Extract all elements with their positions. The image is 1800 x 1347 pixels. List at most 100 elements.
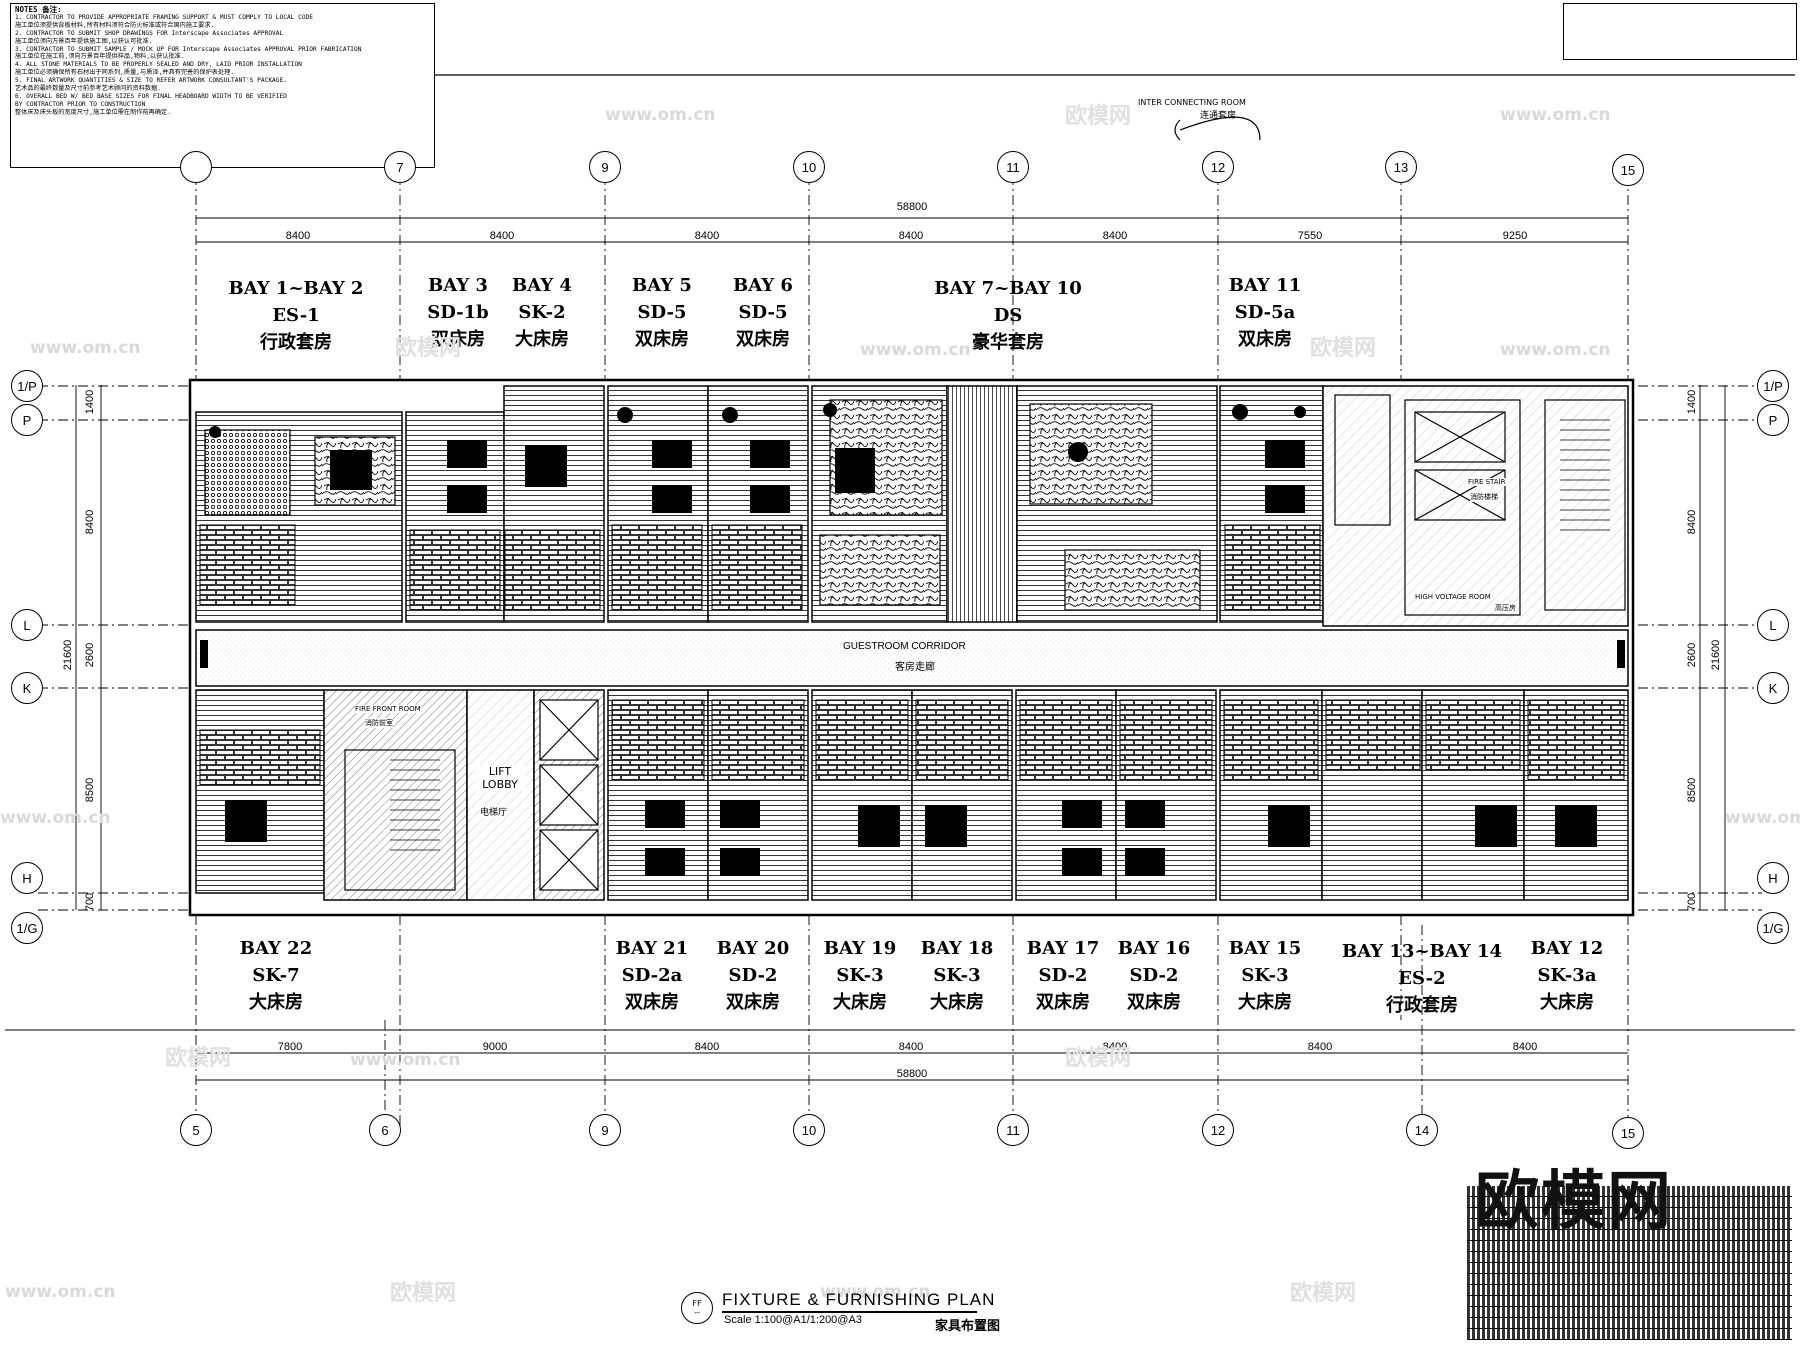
grid-bubble-bottom: 9 [589, 1114, 621, 1146]
grid-bubble-right: P [1757, 404, 1789, 436]
lift-lobby-label-cn: 电梯厅 [480, 805, 508, 818]
bay-room-cn: 行政套房 [1385, 995, 1458, 1016]
dim-top: 8400 [694, 230, 720, 242]
bay-room-cn: 双床房 [1035, 992, 1090, 1013]
notes-line: BY CONTRACTOR PRIOR TO CONSTRUCTION [15, 100, 146, 108]
bay-room-cn: 双床房 [635, 329, 689, 350]
interconnect-label-cn: 连通套房 [1200, 111, 1237, 121]
watermark-logo: 欧模网 [1065, 1046, 1132, 1071]
bay-room-cn: 大床房 [248, 992, 303, 1013]
fire-stair-label: FIRE STAIR [1468, 478, 1506, 486]
notes-line: 4. ALL STONE MATERIALS TO BE PROPERLY SE… [15, 61, 302, 69]
bath-tiles-lower [199, 699, 1625, 786]
watermark-text: www.om.cn [30, 338, 141, 358]
dim-bottom: 9000 [482, 1041, 508, 1053]
bay-name: BAY 1~BAY 2 [228, 278, 364, 299]
bath-tiles-upper [199, 524, 1321, 611]
grid-bubble-left: K [11, 672, 43, 704]
dim-top: 8400 [1102, 230, 1128, 242]
grid-bubble-left: H [11, 862, 43, 894]
grid-bubble-top: 15 [1612, 154, 1644, 186]
dim-left: 2600 [84, 642, 96, 668]
bay-name: BAY 6 [733, 275, 793, 296]
watermark-logo: 欧模网 [1065, 104, 1132, 129]
grid-bubble-right: 1/G [1757, 912, 1789, 944]
bay-name: BAY 22 [239, 938, 313, 959]
fire-stair-label-cn: 消防楼梯 [1470, 492, 1498, 502]
dim-right-total: 21600 [1710, 639, 1722, 671]
watermark-text: www.om.cn [1725, 808, 1800, 828]
corridor-label: GUESTROOM CORRIDOR [843, 641, 966, 652]
watermark-text: www.om.cn [605, 105, 716, 125]
grid-bubble-top: 11 [997, 151, 1029, 183]
watermark-logo: 欧模网 [395, 336, 462, 361]
corridor-floor [195, 629, 1629, 687]
dim-left: 700 [84, 892, 96, 912]
bay-name: BAY 3 [428, 275, 488, 296]
bay-type: SD-5 [637, 302, 687, 323]
dim-top: 9250 [1502, 230, 1528, 242]
grid-bubble-right: H [1757, 862, 1789, 894]
dimension-right [1699, 385, 1726, 910]
bay-type: SK-3 [1241, 965, 1289, 986]
dim-top: 8400 [898, 230, 924, 242]
bay-room-cn: 大床房 [1539, 992, 1594, 1013]
dim-right: 700 [1686, 892, 1698, 912]
dim-bottom: 8400 [898, 1041, 924, 1053]
fire-stair-upper [1334, 394, 1626, 616]
bay-room-cn: 双床房 [431, 329, 485, 350]
bay-name: BAY 15 [1228, 938, 1302, 959]
grid-bubble-left: 1/P [11, 370, 43, 402]
lift-lobby [344, 699, 599, 891]
beds-upper [330, 440, 1305, 513]
grid-bubble-bottom: 12 [1202, 1114, 1234, 1146]
dim-total-top: 58800 [896, 201, 928, 213]
grid-bubble-top: 7 [384, 151, 416, 183]
notes-line: 1. CONTRACTOR TO PROVIDE APPROPRIATE FRA… [15, 13, 314, 21]
hv-room-label-cn: 高压房 [1495, 603, 1516, 613]
drawing-title: FIXTURE & FURNISHING PLAN [722, 1290, 996, 1309]
bay-room-cn: 大床房 [1237, 992, 1292, 1013]
watermark-text: www.om.cn [1500, 105, 1611, 125]
bay-room-cn: 豪华套房 [972, 332, 1044, 353]
dim-right: 2600 [1686, 642, 1698, 668]
grid-bubble-top [180, 151, 212, 183]
drawing-symbol: FF -- [681, 1292, 713, 1324]
bay-room-cn: 大床房 [515, 329, 569, 350]
beds-lower [225, 800, 1597, 876]
grid-bubble-bottom: 11 [997, 1114, 1029, 1146]
notes-line: 2. CONTRACTOR TO SUBMIT SHOP DRAWINGS FO… [15, 29, 284, 37]
hv-room-label: HIGH VOLTAGE ROOM [1415, 593, 1491, 601]
dim-bottom: 8400 [1102, 1041, 1128, 1053]
fire-front-label-cn: 消防前室 [365, 718, 393, 728]
bay-label-bottom: BAY 15 SK-3 大床房 [1229, 935, 1301, 1016]
watermark-logo: 欧模网 [1290, 1281, 1357, 1306]
bay-type: SK-3 [933, 965, 981, 986]
watermark-logo: 欧模网 [390, 1281, 457, 1306]
bay-room-cn: 行政套房 [260, 332, 332, 353]
bay-type: ES-2 [1398, 968, 1446, 989]
watermark-text: www.om.cn [820, 1282, 931, 1302]
corridor-label-cn: 客房走廊 [895, 662, 935, 673]
dim-bottom: 8400 [694, 1041, 720, 1053]
bay-name: BAY 13~BAY 14 [1342, 941, 1502, 962]
notes-line: 施工单位在施工前,须向万景百年提供样品,物料,以获认批准. [15, 53, 185, 61]
dim-left: 8400 [84, 509, 96, 535]
title-block-box [1563, 3, 1797, 60]
grid-bubble-left: L [11, 609, 43, 641]
dim-top: 8400 [489, 230, 515, 242]
bay-type: SD-2 [1129, 965, 1179, 986]
grid-bubble-bottom: 6 [369, 1114, 401, 1146]
notes-line: 艺术品的最终数量及尺寸前参考艺术顾问的资料数据. [15, 85, 162, 93]
dim-top: 7550 [1297, 230, 1323, 242]
dim-bottom: 8400 [1307, 1041, 1333, 1053]
